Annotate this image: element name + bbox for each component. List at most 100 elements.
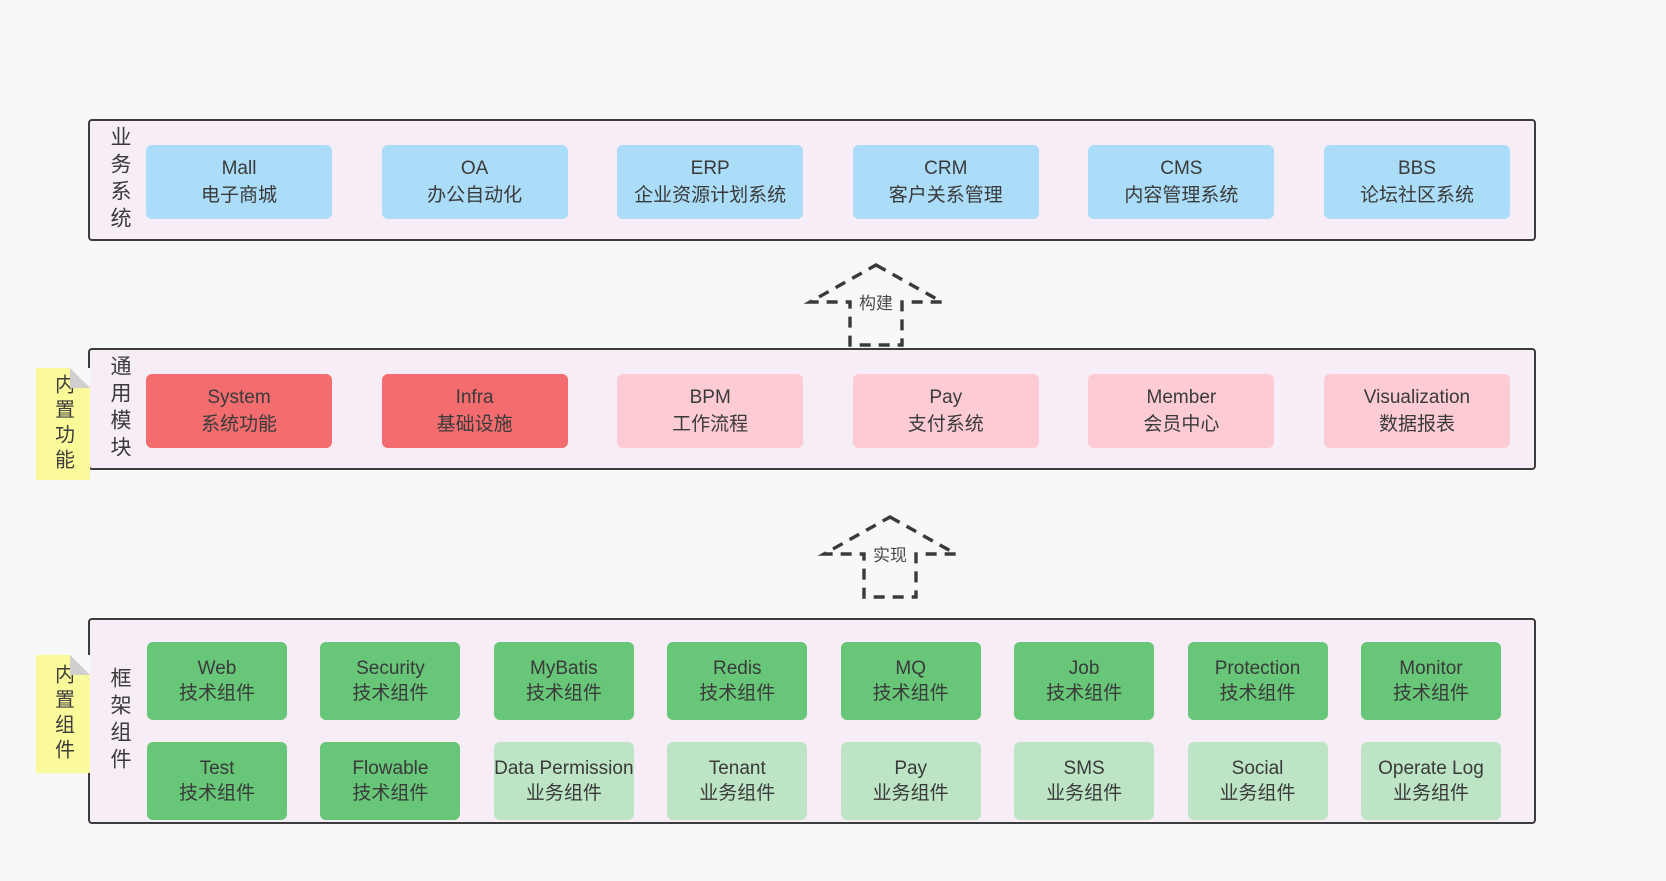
box-name: MQ: [895, 658, 926, 679]
box-system: System 系统功能: [146, 374, 332, 448]
box-desc: 会员中心: [1143, 414, 1220, 435]
box-desc: 系统功能: [200, 414, 277, 435]
box-name: OA: [460, 158, 489, 179]
box-desc: 企业资源计划系统: [634, 185, 787, 206]
box-desc: 论坛社区系统: [1359, 185, 1474, 206]
box-desc: 技术组件: [178, 683, 255, 704]
box-pay: Pay 支付系统: [852, 374, 1039, 448]
box-name: CMS: [1160, 158, 1203, 179]
box-name: CRM: [924, 158, 968, 179]
box-desc: 技术组件: [1392, 683, 1469, 704]
box-test: Test 技术组件: [147, 742, 287, 820]
box-name: Monitor: [1399, 658, 1463, 679]
box-name: Web: [197, 658, 237, 679]
box-desc: 业务组件: [872, 783, 949, 804]
box-desc: 技术组件: [525, 683, 602, 704]
box-name: Social: [1231, 758, 1284, 779]
note-text: 内置组件: [51, 664, 74, 764]
box-desc: 支付系统: [907, 414, 984, 435]
common-modules-box-row: System 系统功能 Infra 基础设施 BPM 工作流程 Pay 支付系统…: [146, 374, 1510, 448]
box-name: Member: [1146, 387, 1217, 408]
box-desc: 工作流程: [672, 414, 749, 435]
box-tenant: Tenant 业务组件: [667, 742, 808, 820]
box-desc: 客户关系管理: [888, 185, 1003, 206]
box-name: Test: [199, 758, 235, 779]
box-desc: 业务组件: [699, 783, 776, 804]
box-name: SMS: [1063, 758, 1105, 779]
box-name: Pay: [929, 387, 963, 408]
box-visualization: Visualization 数据报表: [1323, 374, 1510, 448]
box-desc: 业务组件: [1392, 783, 1469, 804]
band-label-framework-components: 框架组件: [108, 667, 131, 775]
box-name: Job: [1068, 658, 1100, 679]
band-label-business-systems: 业务系统: [108, 126, 131, 234]
box-name: MyBatis: [530, 658, 598, 679]
box-bpm: BPM 工作流程: [617, 374, 804, 448]
box-erp: ERP 企业资源计划系统: [617, 145, 804, 219]
build-arrow: 构建: [801, 262, 951, 348]
box-desc: 业务组件: [1219, 783, 1296, 804]
box-desc: 技术组件: [1219, 683, 1296, 704]
common-modules-band: 通用模块 System 系统功能 Infra 基础设施 BPM 工作流程 Pay…: [88, 348, 1536, 470]
box-member: Member 会员中心: [1088, 374, 1275, 448]
box-bbs: BBS 论坛社区系统: [1323, 145, 1510, 219]
box-desc: 技术组件: [1046, 683, 1123, 704]
framework-components-row-1: Web 技术组件 Security 技术组件 MyBatis 技术组件 Redi…: [147, 642, 1501, 720]
box-desc: 办公自动化: [427, 185, 523, 206]
box-desc: 业务组件: [1046, 783, 1123, 804]
note-text: 内置功能: [51, 374, 74, 474]
box-name: Pay: [894, 758, 928, 779]
box-name: Flowable: [352, 758, 429, 779]
box-mq: MQ 技术组件: [840, 642, 981, 720]
box-name: ERP: [690, 158, 730, 179]
business-systems-box-row: Mall 电子商城 OA 办公自动化 ERP 企业资源计划系统 CRM 客户关系…: [146, 145, 1510, 219]
box-desc: 电子商城: [200, 185, 277, 206]
band-label-common-modules: 通用模块: [108, 355, 131, 463]
box-desc: 技术组件: [872, 683, 949, 704]
box-protection: Protection 技术组件: [1187, 642, 1328, 720]
box-name: Tenant: [708, 758, 766, 779]
framework-components-row-2: Test 技术组件 Flowable 技术组件 Data Permission …: [147, 742, 1501, 820]
box-sms: SMS 业务组件: [1014, 742, 1155, 820]
dashed-up-arrow-icon: [803, 263, 949, 347]
box-mall: Mall 电子商城: [146, 145, 332, 219]
box-desc: 业务组件: [525, 783, 602, 804]
note-built-in-features: 内置功能: [36, 368, 90, 480]
box-desc: 基础设施: [436, 414, 513, 435]
box-operate-log: Operate Log 业务组件: [1360, 742, 1501, 820]
box-name: Data Permission: [494, 758, 634, 779]
box-cms: CMS 内容管理系统: [1088, 145, 1275, 219]
box-desc: 技术组件: [352, 683, 429, 704]
box-name: Redis: [712, 658, 762, 679]
box-data-permission: Data Permission 业务组件: [493, 742, 634, 820]
box-desc: 技术组件: [699, 683, 776, 704]
box-monitor: Monitor 技术组件: [1360, 642, 1501, 720]
box-name: System: [207, 387, 271, 408]
implement-arrow: 实现: [815, 514, 965, 600]
dashed-up-arrow-icon: [817, 515, 963, 599]
box-web: Web 技术组件: [147, 642, 287, 720]
box-infra: Infra 基础设施: [381, 374, 568, 448]
box-name: Visualization: [1363, 387, 1471, 408]
box-desc: 技术组件: [178, 783, 255, 804]
implement-arrow-label: 实现: [870, 541, 910, 566]
box-redis: Redis 技术组件: [667, 642, 808, 720]
box-name: BBS: [1397, 158, 1436, 179]
box-oa: OA 办公自动化: [381, 145, 568, 219]
business-systems-band: 业务系统 Mall 电子商城 OA 办公自动化 ERP 企业资源计划系统 CRM…: [88, 119, 1536, 241]
box-name: BPM: [689, 387, 731, 408]
note-built-in-components: 内置组件: [36, 655, 90, 773]
box-job: Job 技术组件: [1014, 642, 1155, 720]
box-desc: 数据报表: [1378, 414, 1455, 435]
box-pay-component: Pay 业务组件: [840, 742, 981, 820]
box-security: Security 技术组件: [320, 642, 461, 720]
box-mybatis: MyBatis 技术组件: [493, 642, 634, 720]
box-name: Infra: [455, 387, 494, 408]
box-name: Mall: [221, 158, 257, 179]
box-desc: 内容管理系统: [1124, 185, 1239, 206]
box-name: Security: [356, 658, 425, 679]
box-flowable: Flowable 技术组件: [320, 742, 461, 820]
build-arrow-label: 构建: [856, 289, 896, 314]
box-social: Social 业务组件: [1187, 742, 1328, 820]
